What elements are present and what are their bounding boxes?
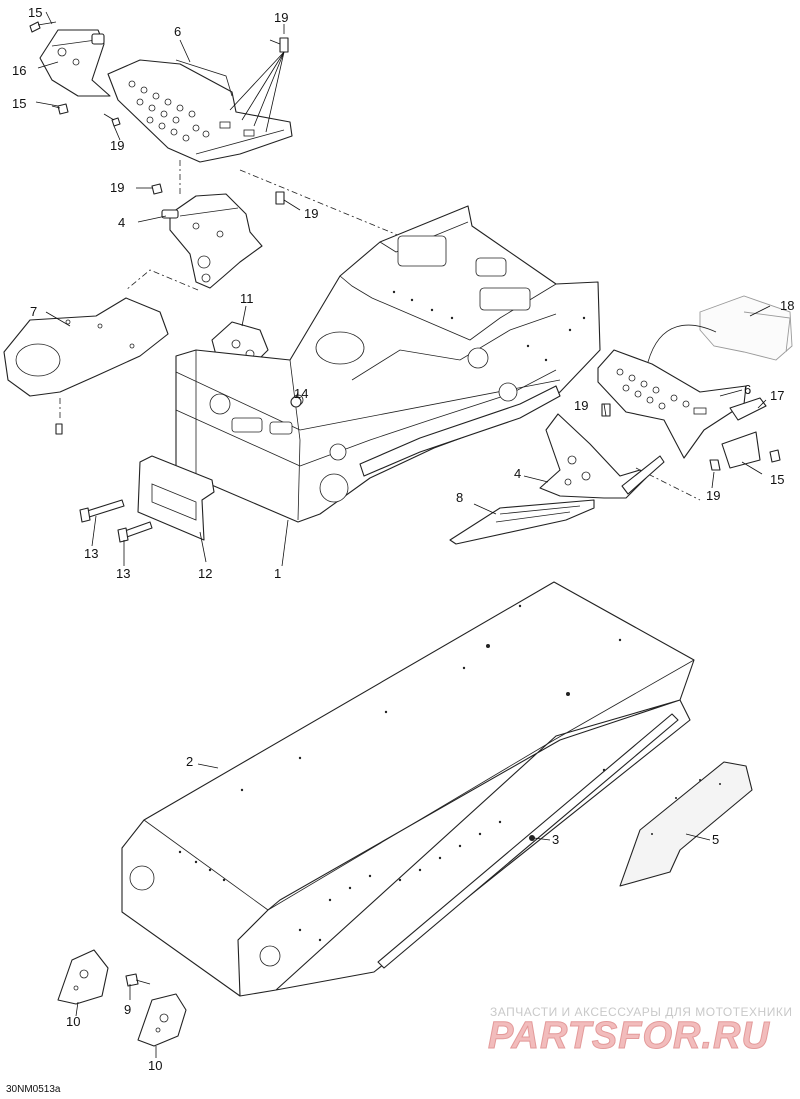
assembly-line-2 (239, 169, 401, 237)
callout-8: 8 (456, 490, 463, 505)
guard-part-10-left (57, 949, 109, 1005)
callout-6-right: 6 (744, 382, 751, 397)
bolt-part-15-left (51, 103, 69, 115)
bolt-part-15-top (29, 21, 57, 33)
callout-13-upper: 13 (84, 546, 98, 561)
footrest-bracket-part-4-left (161, 193, 263, 289)
leader-lines (35, 11, 771, 1058)
clip-part-17 (721, 397, 767, 469)
callout-18: 18 (780, 298, 794, 313)
assembly-line-5 (635, 467, 701, 501)
screw-part-9 (125, 973, 151, 987)
tunnel-part-2 (121, 581, 695, 997)
bolt-part-13-upper (79, 499, 125, 523)
callout-4-right: 4 (514, 466, 521, 481)
callout-19-top: 19 (274, 10, 288, 25)
callout-17: 17 (770, 388, 784, 403)
fastener-part-7 (55, 398, 63, 435)
callout-3: 3 (552, 832, 559, 847)
bracket-part-16 (39, 29, 111, 97)
bolt-part-13-lower (117, 521, 153, 543)
watermark-logo: PARTSFOR.RU (488, 1015, 770, 1057)
callout-19-right-a: 19 (574, 398, 588, 413)
figure-reference: 30NM0513a (6, 1084, 61, 1095)
footrest-part-6-left (107, 59, 293, 163)
callout-7: 7 (30, 304, 37, 319)
callout-2: 2 (186, 754, 193, 769)
rivet-part-19-right-b (709, 459, 721, 471)
callout-15-right: 15 (770, 472, 784, 487)
callout-15-top: 15 (28, 5, 42, 20)
rail-part-3 (377, 713, 679, 969)
callout-labels: 15 16 15 19 6 19 19 4 19 7 11 14 18 6 17… (12, 5, 794, 1073)
callout-9: 9 (124, 1002, 131, 1017)
callout-19-right-b: 19 (706, 488, 720, 503)
callout-19-left: 19 (110, 138, 124, 153)
guard-part-10-right (137, 993, 187, 1047)
callout-16: 16 (12, 63, 26, 78)
shield-part-5 (619, 761, 753, 887)
bracket-part-18 (647, 295, 793, 363)
callout-10-right: 10 (148, 1058, 162, 1073)
rivet-part-19-left (103, 113, 121, 127)
callout-19-mid-left: 19 (110, 180, 124, 195)
runner-part-8 (449, 499, 595, 545)
rivet-part-19-top (269, 37, 289, 53)
watermark: ЗАПЧАСТИ И АКСЕССУАРЫ ДЛЯ МОТОТЕХНИКИ PA… (488, 1005, 792, 1058)
callout-12: 12 (198, 566, 212, 581)
assembly-line-3 (125, 269, 199, 291)
callout-5: 5 (712, 832, 719, 847)
callout-6-top: 6 (174, 24, 181, 39)
rivet-part-19-mid-left (151, 183, 163, 195)
callout-14: 14 (294, 386, 308, 401)
cover-part-7 (3, 297, 169, 397)
callout-4-left: 4 (118, 215, 125, 230)
rivet-part-15-right (769, 449, 781, 463)
callout-13-lower: 13 (116, 566, 130, 581)
callout-19-mid: 19 (304, 206, 318, 221)
callout-10-left: 10 (66, 1014, 80, 1029)
plate-part-12 (137, 455, 215, 541)
frame-part-1 (175, 205, 601, 523)
callout-11: 11 (240, 291, 254, 306)
watermark-tagline: ЗАПЧАСТИ И АКСЕССУАРЫ ДЛЯ МОТОТЕХНИКИ (490, 1005, 792, 1019)
footrest-bracket-part-4-right (539, 413, 665, 499)
callout-15-left: 15 (12, 96, 26, 111)
callout-1: 1 (274, 566, 281, 581)
footrest-part-6-right (597, 349, 747, 459)
rivet-part-19-right-a (601, 403, 611, 417)
rivet-part-19-mid (275, 191, 285, 205)
